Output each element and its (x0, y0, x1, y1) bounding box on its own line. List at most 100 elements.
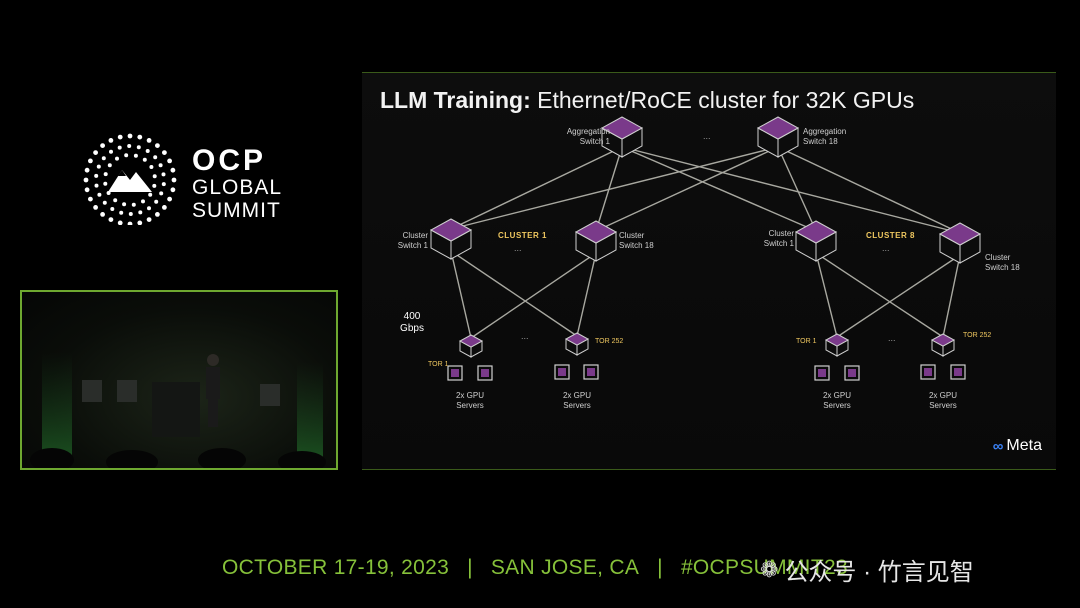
logo-ring-dot (117, 220, 123, 226)
logo-ring-dot (137, 220, 143, 226)
logo-ring-dot (108, 217, 114, 222)
gpu-4-gpu-icon (814, 365, 830, 381)
logo-ring-dot (93, 205, 98, 210)
logo-ring-dot (136, 145, 141, 150)
c8-tor-dots: ... (888, 333, 896, 343)
logo-ring-dot (102, 200, 107, 205)
logo-ring-dot (147, 206, 151, 211)
slide-title-bold: LLM Training: (380, 87, 531, 113)
network-link (576, 252, 597, 337)
logo-ring-dot (100, 143, 105, 148)
logo-ring-dot (159, 191, 164, 196)
c8-tor-1-switch-icon (824, 333, 850, 357)
logo-ring-dot (162, 150, 167, 155)
logo-ring-dot (93, 150, 98, 155)
meta-brand: ∞ Meta (993, 437, 1042, 455)
network-link (470, 252, 597, 339)
agg-switch-18-switch-icon (756, 116, 800, 158)
logo-ring-dot (117, 134, 123, 140)
c1-servers-a-label: 2x GPU Servers (455, 391, 484, 410)
network-link (450, 146, 779, 230)
logo-ring-dot (141, 199, 145, 204)
logo-ring-dot (142, 157, 147, 162)
c8-servers-b-label: 2x GPU Servers (928, 391, 957, 410)
network-links (450, 146, 961, 339)
logo-ring-dot (162, 205, 167, 210)
logo-ring-dot (167, 196, 172, 202)
slide-title-rest: Ethernet/RoCE cluster for 32K GPUs (530, 87, 915, 113)
bandwidth-label: 400 Gbps (400, 311, 424, 334)
logo-ring-dot (131, 202, 136, 207)
cluster-8-label: CLUSTER 8 (866, 231, 915, 240)
logo-ring-dot (158, 163, 163, 168)
footer-hashtag: #OCPSUMMIT23 (680, 556, 848, 579)
c8-switch-1-label: Cluster Switch 1 (763, 229, 794, 248)
network-link (595, 146, 779, 232)
c8-tor-1-label: TOR 1 (796, 338, 817, 345)
logo-ring-dot (155, 143, 160, 148)
logo-ring-dot (88, 196, 93, 202)
logo-ring-dot (152, 174, 157, 179)
logo-ring-dot (161, 172, 166, 177)
c1-tor-252-switch-icon (564, 332, 590, 356)
network-link (942, 254, 961, 338)
network-link (777, 146, 817, 232)
network-link (450, 250, 472, 339)
meta-brand-text: Meta (1006, 437, 1042, 454)
logo-ring-dot (84, 187, 90, 193)
logo-ring-dot (103, 181, 108, 186)
logo-ring-dot (113, 198, 118, 203)
network-link (815, 252, 944, 338)
agg-dots: ... (703, 131, 711, 141)
network-link (621, 146, 961, 234)
ocp-logo: OCP GLOBAL SUMMIT (78, 130, 281, 227)
logo-ring-dot (167, 158, 172, 164)
logo-ring-dot (108, 138, 114, 143)
logo-ring-dot (138, 210, 143, 215)
logo-ring-dot (146, 138, 152, 143)
logo-ring-dot (161, 182, 166, 187)
c1-tor-252-label: TOR 252 (595, 338, 624, 345)
footer-location: SAN JOSE, CA (490, 556, 640, 579)
stage-scene (30, 352, 326, 468)
c1-switch-1-switch-icon (429, 218, 473, 260)
logo-ring-dot (133, 153, 138, 158)
logo-ring-dot (124, 153, 129, 158)
c1-tor-dots: ... (521, 331, 529, 341)
logo-ring-dot (107, 163, 112, 168)
logo-ring-dot (137, 134, 143, 140)
wechat-icon: ❁ (760, 556, 779, 582)
logo-ocp-text: OCP (192, 144, 267, 177)
c8-tor-252-label: TOR 252 (963, 332, 992, 339)
footer-dates: OCTOBER 17-19, 2023 (222, 556, 450, 579)
logo-ring-dot (117, 145, 122, 150)
logo-ring-dot (127, 133, 133, 139)
gpu-0-gpu-icon (447, 365, 463, 381)
logo-ring-dot (100, 212, 105, 217)
logo-ring-dot (119, 210, 124, 215)
logo-ring-dot (110, 207, 115, 211)
footer-separator-1: | (467, 556, 473, 579)
network-link (777, 146, 961, 234)
c1-switch-1-label: Cluster Switch 1 (397, 231, 428, 250)
network-link (450, 146, 623, 230)
gpu-7-gpu-icon (950, 364, 966, 380)
logo-summit-text: SUMMIT (192, 199, 281, 222)
infinity-icon: ∞ (992, 437, 1004, 455)
logo-ring-dot (149, 165, 154, 169)
logo-ring-dot (88, 158, 93, 164)
event-footer: OCTOBER 17-19, 2023|SAN JOSE, CA|#OCPSUM… (222, 556, 848, 580)
c8-switch-18-label: Cluster Switch 18 (985, 253, 1020, 272)
c1-switch-18-switch-icon (574, 220, 618, 262)
logo-ring-dot (170, 167, 176, 173)
c8-switch-1-switch-icon (794, 220, 838, 262)
logo-ring-dot (153, 155, 158, 160)
logo-ring-dot (152, 183, 157, 188)
gpu-1-gpu-icon (477, 365, 493, 381)
logo-ring-dot (170, 187, 176, 193)
network-topology-diagram (429, 116, 982, 381)
c8-servers-a-label: 2x GPU Servers (822, 391, 851, 410)
logo-ring-dot (84, 167, 90, 173)
gpu-3-gpu-icon (583, 364, 599, 380)
speaker-video-panel (20, 290, 338, 470)
